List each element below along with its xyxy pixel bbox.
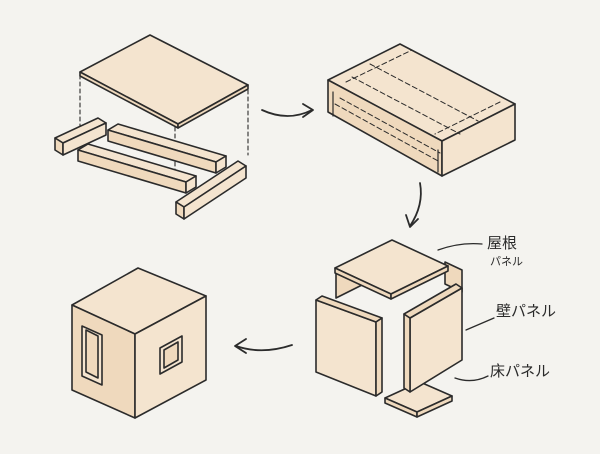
arrow-right: [261, 103, 314, 118]
arrow-left: [234, 338, 293, 354]
right-wall-panel-part: [403, 283, 463, 393]
arrow-down: [405, 182, 422, 228]
left-wall-panel-part: [315, 295, 383, 397]
leader-lines: [437, 242, 495, 382]
beam-b: [107, 123, 227, 174]
roof-panel-part: [334, 239, 449, 300]
roof-panel-label-line1: 屋根: [487, 234, 518, 252]
window: [159, 335, 183, 375]
top-board: [79, 34, 249, 129]
wall-panel-label: 壁パネル: [496, 302, 557, 320]
door: [81, 325, 103, 386]
beam-a: [54, 117, 107, 156]
step2-assembled-panel: [327, 43, 516, 177]
roof-panel-label-line2: パネル: [490, 255, 523, 268]
floor-panel-label: 床パネル: [490, 362, 551, 380]
beam-d: [175, 160, 247, 220]
step4-finished-house: [71, 267, 207, 419]
step3-exploded-cube: [315, 239, 495, 418]
beam-c: [77, 143, 197, 194]
step1-exploded-parts: [54, 34, 249, 220]
